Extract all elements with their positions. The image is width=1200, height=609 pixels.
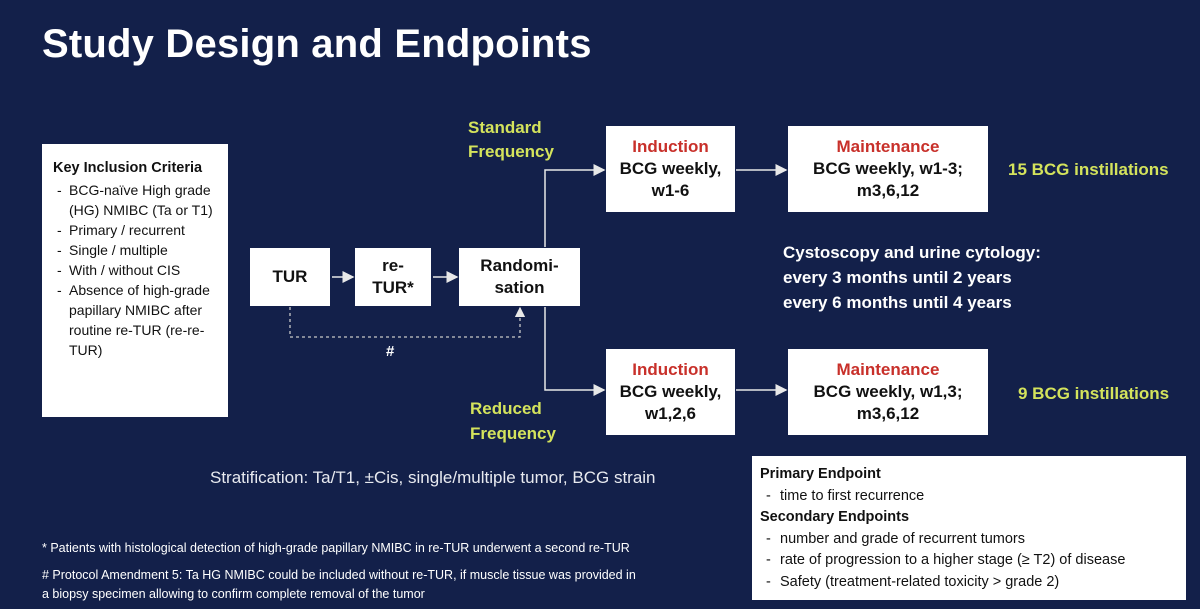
standard-maintenance-title: Maintenance bbox=[836, 137, 940, 156]
reduced-frequency-line2: Frequency bbox=[470, 424, 556, 443]
standard-frequency-line1: Standard bbox=[468, 118, 542, 137]
standard-frequency-label: Standard Frequency bbox=[468, 116, 554, 164]
randomisation-box: Randomi- sation bbox=[459, 248, 580, 306]
randomisation-label-line1: Randomi- bbox=[480, 256, 559, 275]
reduced-induction-title: Induction bbox=[632, 360, 709, 379]
retur-label-line2: TUR* bbox=[372, 278, 414, 297]
primary-endpoint-item: time to first recurrence bbox=[760, 486, 1178, 508]
retur-label-line1: re- bbox=[382, 256, 404, 275]
secondary-endpoint-item: rate of progression to a higher stage (≥… bbox=[760, 550, 1178, 572]
standard-induction-line2: w1-6 bbox=[651, 181, 690, 200]
secondary-endpoint-item: number and grade of recurrent tumors bbox=[760, 529, 1178, 551]
reduced-maintenance-box: Maintenance BCG weekly, w1,3; m3,6,12 bbox=[788, 349, 988, 435]
inclusion-item: BCG-naïve High grade (HG) NMIBC (Ta or T… bbox=[53, 180, 218, 220]
primary-endpoint-heading: Primary Endpoint bbox=[760, 466, 881, 482]
inclusion-item: With / without CIS bbox=[53, 260, 218, 280]
reduced-maintenance-line1: BCG weekly, w1,3; bbox=[813, 382, 963, 401]
standard-frequency-line2: Frequency bbox=[468, 142, 554, 161]
cystoscopy-line3: every 6 months until 4 years bbox=[783, 293, 1012, 312]
tur-box: TUR bbox=[250, 248, 330, 306]
standard-maintenance-line1: BCG weekly, w1-3; bbox=[813, 159, 963, 178]
randomisation-label-line2: sation bbox=[494, 278, 545, 297]
secondary-endpoint-item: Safety (treatment-related toxicity > gra… bbox=[760, 572, 1178, 594]
reduced-total-instillations: 9 BCG instillations bbox=[1018, 384, 1170, 403]
footnote-amendment-line1: # Protocol Amendment 5: Ta HG NMIBC coul… bbox=[42, 568, 636, 582]
reduced-induction-box: Induction BCG weekly, w1,2,6 bbox=[606, 349, 735, 435]
stratification-text: Stratification: Ta/T1, ±Cis, single/mult… bbox=[210, 468, 656, 487]
reduced-frequency-label: Reduced Frequency bbox=[470, 396, 556, 446]
standard-induction-line1: BCG weekly, bbox=[619, 159, 722, 178]
standard-maintenance-line2: m3,6,12 bbox=[856, 181, 920, 200]
inclusion-criteria-list: BCG-naïve High grade (HG) NMIBC (Ta or T… bbox=[53, 180, 218, 360]
endpoints-box: Primary Endpoint time to first recurrenc… bbox=[752, 456, 1186, 600]
reduced-maintenance-title: Maintenance bbox=[836, 360, 940, 379]
reduced-induction-line2: w1,2,6 bbox=[644, 404, 697, 423]
arrow-to-reduced-induction bbox=[544, 307, 606, 396]
standard-total-instillations: 15 BCG instillations bbox=[1008, 160, 1169, 179]
standard-maintenance-box: Maintenance BCG weekly, w1-3; m3,6,12 bbox=[788, 126, 988, 212]
standard-induction-title: Induction bbox=[632, 137, 709, 156]
cystoscopy-line2: every 3 months until 2 years bbox=[783, 268, 1012, 287]
inclusion-item: Absence of high-grade papillary NMIBC af… bbox=[53, 280, 218, 360]
slide-title: Study Design and Endpoints bbox=[42, 22, 592, 66]
footnote-retur: * Patients with histological detection o… bbox=[42, 541, 630, 555]
reduced-frequency-line1: Reduced bbox=[470, 399, 542, 418]
reduced-maintenance-line2: m3,6,12 bbox=[856, 404, 920, 423]
dashed-bypass-arrow bbox=[289, 306, 526, 338]
inclusion-criteria-box: Key Inclusion Criteria BCG-naïve High gr… bbox=[42, 144, 228, 417]
standard-induction-box: Induction BCG weekly, w1-6 bbox=[606, 126, 735, 212]
bypass-hash-label: # bbox=[386, 343, 395, 360]
cystoscopy-schedule: Cystoscopy and urine cytology: every 3 m… bbox=[783, 240, 1041, 315]
arrow-to-standard-induction bbox=[544, 164, 606, 247]
inclusion-item: Primary / recurrent bbox=[53, 220, 218, 240]
cystoscopy-line1: Cystoscopy and urine cytology: bbox=[783, 243, 1041, 262]
secondary-endpoints-heading: Secondary Endpoints bbox=[760, 509, 910, 525]
inclusion-criteria-heading: Key Inclusion Criteria bbox=[53, 160, 203, 176]
reduced-induction-line1: BCG weekly, bbox=[619, 382, 722, 401]
retur-box: re- TUR* bbox=[355, 248, 431, 306]
footnote-amendment-line2: a biopsy specimen allowing to confirm co… bbox=[42, 587, 425, 601]
tur-label: TUR bbox=[272, 267, 308, 286]
inclusion-item: Single / multiple bbox=[53, 240, 218, 260]
